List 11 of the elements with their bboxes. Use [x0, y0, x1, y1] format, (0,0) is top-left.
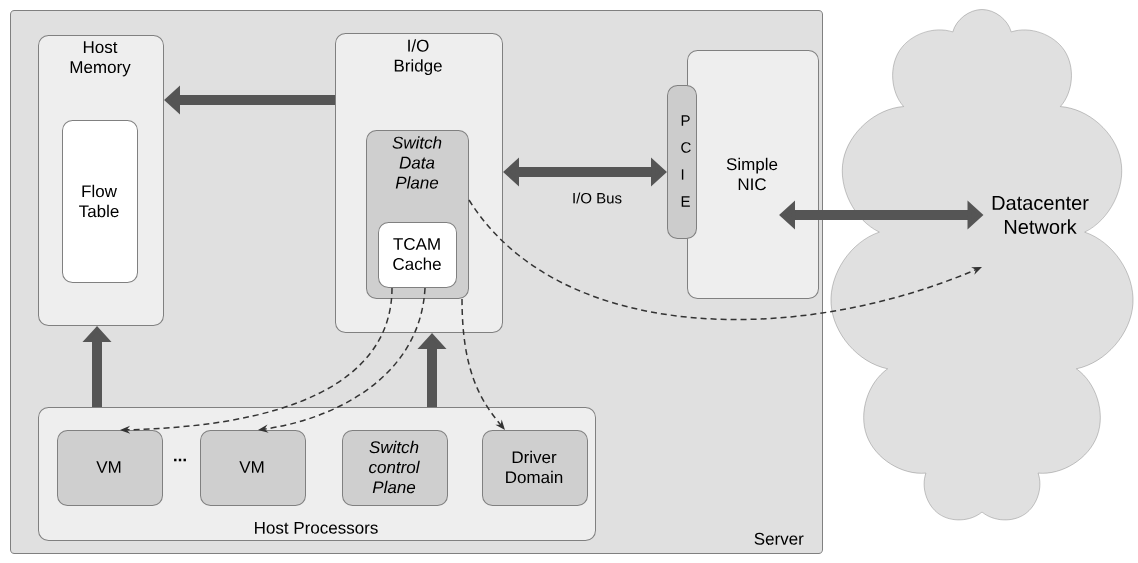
edge-label: I/O Bus [570, 190, 624, 206]
domain-box: Driver Domain [482, 430, 588, 506]
dashed-arrow [461, 298, 505, 430]
ellipsis: ... [174, 458, 186, 462]
cloud: Datacenter Network [830, 9, 1134, 521]
control-plane-box: Switch control Plane [342, 430, 448, 506]
vm-box: VM [57, 430, 163, 506]
bus-connector: P C I E [667, 85, 697, 239]
vm-box: VM [200, 430, 306, 506]
table-box: Flow Table [62, 120, 138, 283]
cache-box: TCAM Cache [378, 222, 457, 288]
